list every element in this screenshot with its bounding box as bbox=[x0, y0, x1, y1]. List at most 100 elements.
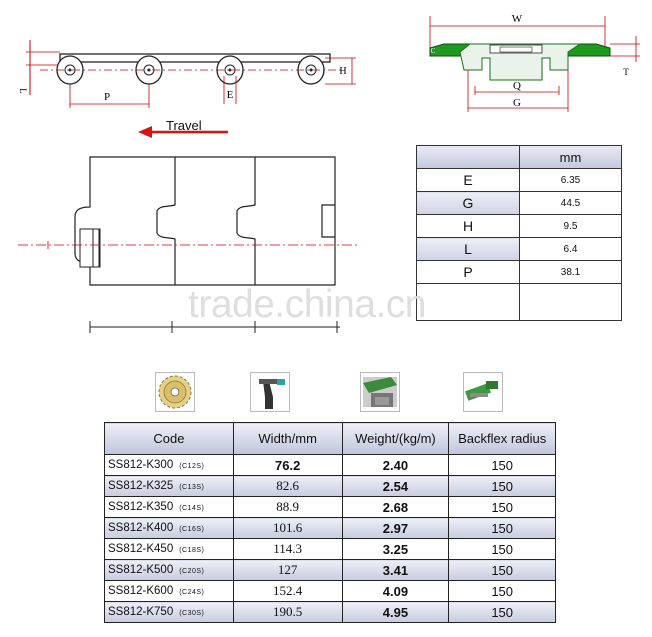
backflex-cell: 150 bbox=[448, 580, 556, 602]
height-label: H bbox=[339, 66, 346, 77]
dimension-table: mm E 6.35 G 44.5 H 9.5 L 6.4 P 38.1 bbox=[416, 145, 622, 321]
w-label: W bbox=[512, 13, 523, 25]
weight-cell: 2.97 bbox=[341, 517, 450, 539]
dimension-blank-cell bbox=[519, 283, 622, 321]
table-row: SS812-K500 (C20S) 127 3.41 150 bbox=[104, 559, 556, 581]
weight-cell: 4.95 bbox=[341, 601, 450, 623]
c-label: C bbox=[431, 47, 436, 55]
spec-header-row: Code Width/mm Weight/(kg/m) Backflex rad… bbox=[104, 422, 556, 455]
code-sub: (C14S) bbox=[179, 505, 205, 512]
end-view-drawing: W Q G T C bbox=[429, 13, 640, 112]
backflex-cell: 150 bbox=[448, 496, 556, 518]
width-cell: 82.6 bbox=[232, 475, 343, 497]
dimension-value: 6.4 bbox=[519, 237, 622, 261]
code-sub: (C13S) bbox=[179, 484, 205, 491]
code-cell: SS812-K325 (C13S) bbox=[104, 475, 234, 497]
dimension-row: L 6.4 bbox=[416, 237, 622, 261]
code-cell: SS812-K350 (C14S) bbox=[104, 496, 234, 518]
dia-label: E bbox=[227, 89, 234, 101]
spec-table: Code Width/mm Weight/(kg/m) Backflex rad… bbox=[104, 422, 556, 623]
code-value: SS812-K325 bbox=[108, 480, 174, 492]
dimension-label: L bbox=[416, 237, 520, 261]
dimension-value: 38.1 bbox=[519, 260, 622, 284]
dimension-value: 44.5 bbox=[519, 191, 622, 215]
weight-cell: 4.09 bbox=[341, 580, 450, 602]
backflex-cell: 150 bbox=[448, 454, 556, 476]
backflex-header: Backflex radius bbox=[448, 422, 556, 455]
table-row: SS812-K325 (C13S) 82.6 2.54 150 bbox=[104, 475, 556, 497]
code-cell: SS812-K450 (C18S) bbox=[104, 538, 234, 560]
weight-cell: 2.68 bbox=[341, 496, 450, 518]
code-header: Code bbox=[104, 422, 234, 455]
code-sub: (C30S) bbox=[179, 610, 205, 617]
dimension-value: 6.35 bbox=[519, 168, 622, 192]
table-row: SS812-K600 (C24S) 152.4 4.09 150 bbox=[104, 580, 556, 602]
backflex-cell: 150 bbox=[448, 475, 556, 497]
code-cell: SS812-K300 (C12S) bbox=[104, 454, 234, 476]
weight-header: Weight/(kg/m) bbox=[341, 422, 450, 455]
table-row: SS812-K400 (C16S) 101.6 2.97 150 bbox=[104, 517, 556, 539]
code-value: SS812-K600 bbox=[108, 585, 174, 597]
width-cell: 114.3 bbox=[232, 538, 343, 560]
dimension-label: P bbox=[416, 260, 520, 284]
code-cell: SS812-K750 (C30S) bbox=[104, 601, 234, 623]
dimension-row: E 6.35 bbox=[416, 168, 622, 192]
dimension-unit: mm bbox=[519, 145, 622, 169]
dimension-label: H bbox=[416, 214, 520, 238]
width-cell: 127 bbox=[232, 559, 343, 581]
backflex-cell: 150 bbox=[448, 559, 556, 581]
dimension-label: G bbox=[416, 191, 520, 215]
dimension-row: H 9.5 bbox=[416, 214, 622, 238]
code-value: SS812-K750 bbox=[108, 606, 174, 618]
code-value: SS812-K400 bbox=[108, 522, 174, 534]
table-row: SS812-K750 (C30S) 190.5 4.95 150 bbox=[104, 601, 556, 623]
width-cell: 190.5 bbox=[232, 601, 343, 623]
width-cell: 88.9 bbox=[232, 496, 343, 518]
dimension-header-blank bbox=[416, 145, 520, 169]
code-sub: (C20S) bbox=[179, 568, 205, 575]
code-cell: SS812-K400 (C16S) bbox=[104, 517, 234, 539]
sprocket-icon bbox=[155, 372, 195, 412]
width-header: Width/mm bbox=[232, 422, 343, 455]
table-row: SS812-K350 (C14S) 88.9 2.68 150 bbox=[104, 496, 556, 518]
t-label: T bbox=[623, 67, 629, 77]
code-sub: (C18S) bbox=[179, 547, 205, 554]
g-label: G bbox=[513, 97, 521, 109]
top-view-drawing bbox=[18, 156, 360, 333]
code-cell: SS812-K600 (C24S) bbox=[104, 580, 234, 602]
dimension-row: G 44.5 bbox=[416, 191, 622, 215]
watermark: trade.china.cn bbox=[188, 283, 427, 326]
table-row: SS812-K300 (C12S) 76.2 2.40 150 bbox=[104, 454, 556, 476]
weight-cell: 3.41 bbox=[341, 559, 450, 581]
l-label: L bbox=[18, 88, 28, 94]
code-sub: (C24S) bbox=[179, 589, 205, 596]
dimension-blank-row bbox=[416, 283, 622, 321]
code-value: SS812-K450 bbox=[108, 543, 174, 555]
code-value: SS812-K300 bbox=[108, 459, 174, 471]
dimension-row: P 38.1 bbox=[416, 260, 622, 284]
width-cell: 76.2 bbox=[232, 454, 343, 476]
backflex-icon bbox=[250, 372, 290, 412]
side-view-drawing: P E H L bbox=[18, 40, 356, 138]
width-cell: 152.4 bbox=[232, 580, 343, 602]
code-value: SS812-K500 bbox=[108, 564, 174, 576]
pitch-label: P bbox=[104, 91, 110, 103]
width-cell: 101.6 bbox=[232, 517, 343, 539]
travel-label: Travel bbox=[166, 118, 202, 133]
backflex-cell: 150 bbox=[448, 538, 556, 560]
q-label: Q bbox=[513, 80, 521, 92]
chain-on-sprocket-icon bbox=[360, 372, 400, 412]
weight-cell: 2.54 bbox=[341, 475, 450, 497]
dimension-blank-cell bbox=[416, 283, 520, 321]
code-sub: (C16S) bbox=[179, 526, 205, 533]
dimension-label: E bbox=[416, 168, 520, 192]
code-sub: (C12S) bbox=[179, 463, 205, 470]
weight-cell: 2.40 bbox=[341, 454, 450, 476]
code-cell: SS812-K500 (C20S) bbox=[104, 559, 234, 581]
backflex-cell: 150 bbox=[448, 517, 556, 539]
backflex-cell: 150 bbox=[448, 601, 556, 623]
table-row: SS812-K450(C18S) 114.3 3.25 150 bbox=[104, 538, 556, 560]
dimension-value: 9.5 bbox=[519, 214, 622, 238]
dimension-header-row: mm bbox=[416, 145, 622, 169]
code-value: SS812-K350 bbox=[108, 501, 174, 513]
